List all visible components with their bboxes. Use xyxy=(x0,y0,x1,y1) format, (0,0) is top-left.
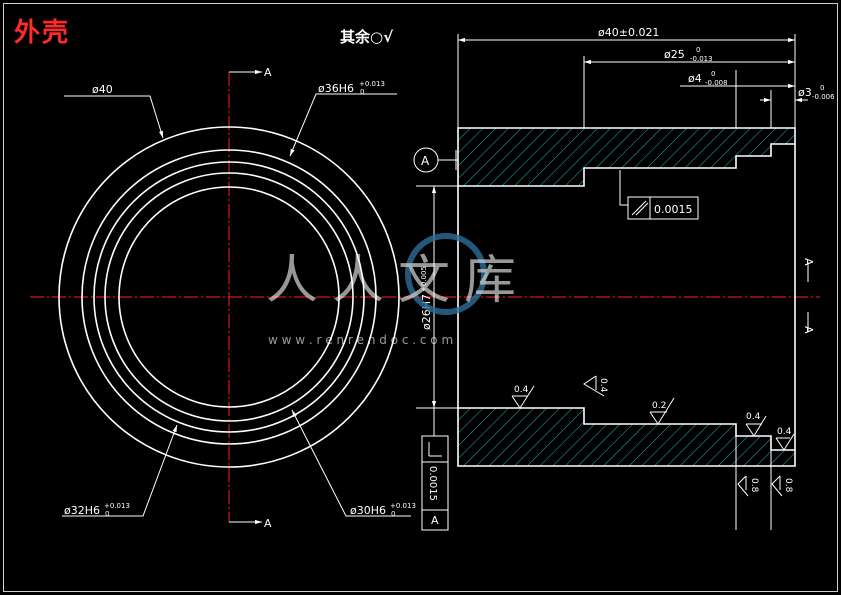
dim-d3: ø3 xyxy=(798,86,812,99)
label-d40: ø40 xyxy=(92,83,113,96)
rough-side: 0.4 xyxy=(598,378,608,393)
left-view: A A ø40 ø36H6 +0.013 0 ø32H6 +0.013 0 ø3… xyxy=(30,66,820,530)
section-wall-bottom xyxy=(457,407,796,467)
section-mark-top: A xyxy=(264,66,272,79)
watermark-url: w w w . r e n r e n d o c . c o m xyxy=(268,333,453,347)
label-d32-tol0: 0 xyxy=(105,510,109,518)
section-mark-right-bottom: A xyxy=(802,326,815,334)
label-d36-tol: +0.013 xyxy=(359,80,385,88)
roughness-note: 其余○√ xyxy=(340,26,393,47)
watermark-text: 人人文库 xyxy=(266,251,530,311)
drawing-frame xyxy=(3,3,838,592)
circle-d32 xyxy=(93,161,365,433)
circle-d26 xyxy=(118,186,340,408)
perp-datum: A xyxy=(431,514,439,527)
label-d30-tol: +0.013 xyxy=(390,502,416,510)
dim-d26-tol: +0.005 xyxy=(420,266,428,292)
dim-d4-tol0: 0 xyxy=(711,70,715,78)
dim-d25: ø25 xyxy=(664,48,685,61)
perp-value: 0.0015 xyxy=(427,466,438,501)
roughness-symbol-icon: ○√ xyxy=(370,28,394,46)
section-view: ø40±0.021 ø25 0 -0.013 ø4 0 -0.008 ø3 0 … xyxy=(413,26,835,531)
label-d32-tol: +0.013 xyxy=(104,502,130,510)
label-d36-tol0: 0 xyxy=(360,88,364,96)
dim-d3-tol: -0.006 xyxy=(812,93,835,101)
label-d30: ø30H6 xyxy=(350,504,386,517)
rough-edge: 0.4 xyxy=(777,427,792,437)
concentric-circles xyxy=(58,126,400,468)
rough-top: 0.4 xyxy=(514,385,529,395)
dim-d40: ø40±0.021 xyxy=(598,26,659,39)
dim-d4-tol: -0.008 xyxy=(705,79,728,87)
dim-d25-tol: -0.013 xyxy=(690,55,713,63)
section-mark-bottom: A xyxy=(264,517,272,530)
label-d36: ø36H6 xyxy=(318,82,354,95)
circle-d36 xyxy=(81,149,377,445)
rough-right: 0.4 xyxy=(746,412,761,422)
circle-d30 xyxy=(104,172,354,422)
watermark: 人人文库 w w w . r e n r e n d o c . c o m xyxy=(266,233,530,347)
datum-label: A xyxy=(421,154,430,168)
dim-d3-tol0: 0 xyxy=(820,84,824,92)
roughness-note-text: 其余 xyxy=(340,28,371,46)
parallelism-value: 0.0015 xyxy=(654,203,693,216)
center-lines xyxy=(30,72,820,522)
dim-d25-tol0: 0 xyxy=(696,46,700,54)
rough-bottom1: 0.8 xyxy=(749,478,759,493)
rough-mid: 0.2 xyxy=(652,401,666,411)
section-mark-right-top: A xyxy=(802,258,815,266)
section-wall-top xyxy=(457,127,796,187)
label-d30-tol0: 0 xyxy=(391,510,395,518)
circle-d40 xyxy=(58,126,400,468)
drawing-title: 外壳 xyxy=(14,18,71,48)
dim-d4: ø4 xyxy=(688,72,702,85)
label-d32: ø32H6 xyxy=(64,504,100,517)
rough-bottom2: 0.8 xyxy=(783,478,793,493)
